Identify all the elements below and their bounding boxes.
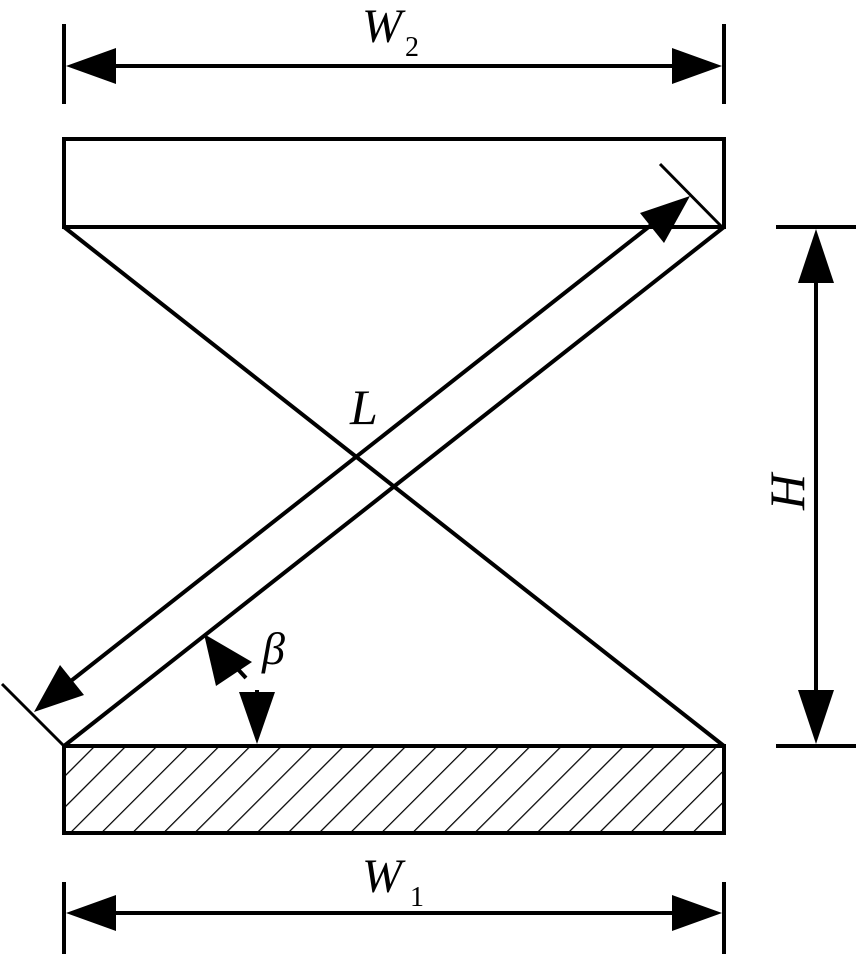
arm-length-tick-top xyxy=(658,162,724,229)
arm-length-arrow-top xyxy=(640,196,690,243)
angle-beta-arrow-lower xyxy=(239,692,275,744)
bottom-width-subscript: 1 xyxy=(410,882,424,913)
arm-length-dim-line xyxy=(60,216,662,690)
top-width-arrow-right xyxy=(672,48,722,84)
height-label: H xyxy=(759,471,815,511)
top-width-subscript: 2 xyxy=(405,32,419,63)
bottom-base xyxy=(62,744,726,835)
top-platform xyxy=(62,137,726,229)
angle-beta-indicator: β xyxy=(204,623,285,744)
height-arrow-top xyxy=(798,229,834,283)
arm-length-tick-bottom xyxy=(0,682,66,748)
top-width-dimension: W 2 xyxy=(62,0,726,104)
bottom-width-label: W xyxy=(362,850,406,903)
bottom-width-arrow-left xyxy=(66,895,116,931)
bottom-width-dimension: W 1 xyxy=(62,850,726,954)
top-width-arrow-left xyxy=(66,48,116,84)
height-dimension: H xyxy=(759,225,856,748)
bottom-width-arrow-right xyxy=(672,895,722,931)
arm-length-dimension: L xyxy=(0,162,724,748)
angle-beta-label: β xyxy=(261,623,285,674)
top-width-label: W xyxy=(362,0,406,53)
arm-length-arrow-bottom xyxy=(34,665,84,712)
scissor-arm-ascending xyxy=(62,225,726,748)
arm-length-label: L xyxy=(349,379,378,435)
height-arrow-bottom xyxy=(798,690,834,744)
angle-beta-arrow-upper xyxy=(204,634,252,686)
